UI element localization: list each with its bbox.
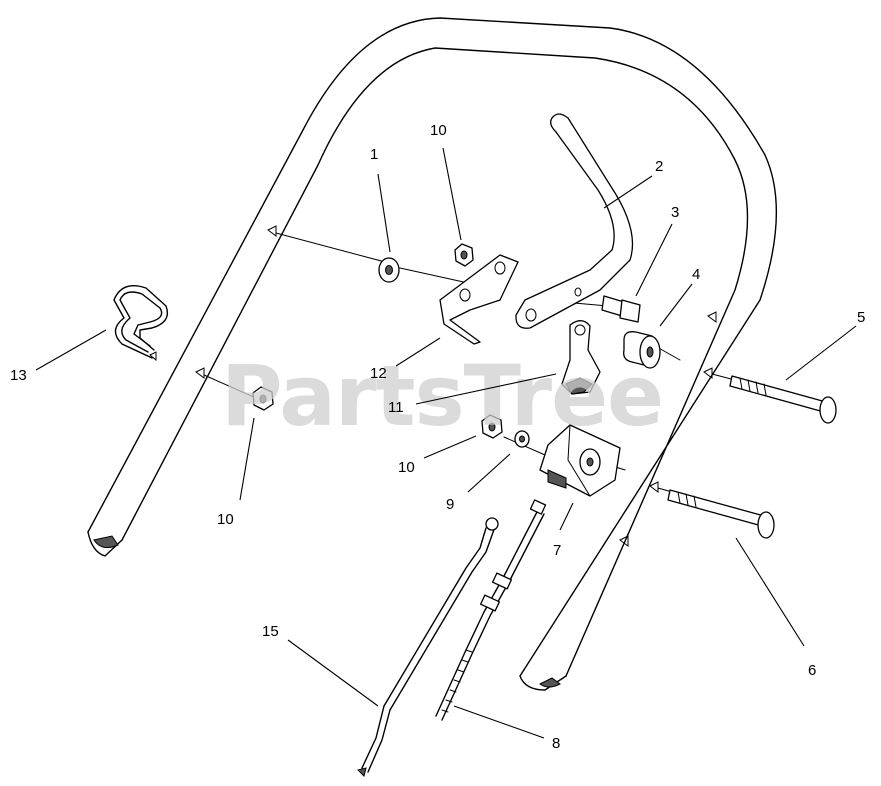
callout-8: 8 — [552, 735, 560, 752]
callout-7: 7 — [553, 542, 561, 559]
callout-2: 2 — [655, 158, 663, 175]
callout-10-left: 10 — [217, 511, 234, 528]
callout-15: 15 — [262, 623, 279, 640]
callout-3: 3 — [671, 204, 679, 221]
nut-part-10-lower — [481, 414, 503, 439]
leader-lines — [35, 147, 857, 739]
callout-1: 1 — [370, 146, 378, 163]
nut-part-10-left — [252, 386, 274, 411]
bail-hook-part-13 — [113, 285, 169, 359]
pawl-part-11 — [561, 320, 601, 395]
bracket-part-12 — [439, 254, 519, 345]
washer-part-9 — [514, 430, 530, 448]
callout-11: 11 — [388, 399, 404, 416]
control-lever-part-2 — [515, 113, 634, 329]
bolt-part-3 — [601, 295, 641, 323]
washer-part-1 — [378, 257, 400, 283]
callout-9: 9 — [446, 496, 454, 513]
watermark: PartsTree — [221, 347, 663, 445]
carriage-bolt-part-5 — [729, 375, 837, 424]
callout-5: 5 — [857, 309, 865, 326]
callout-4: 4 — [692, 266, 700, 283]
callout-12: 12 — [370, 365, 387, 382]
handle-tube — [87, 17, 778, 691]
callout-10-lower: 10 — [398, 459, 415, 476]
cable-block-part-7 — [539, 424, 621, 497]
callout-13: 13 — [10, 367, 27, 384]
adjustable-cable-part-8 — [435, 499, 547, 721]
spacer-part-4 — [623, 331, 661, 369]
callouts: 1 10 2 3 4 5 13 12 11 10 9 10 7 15 6 8 — [10, 122, 865, 752]
callout-10-top: 10 — [430, 122, 447, 139]
control-cable-part-15 — [357, 517, 499, 777]
callout-6: 6 — [808, 662, 816, 679]
carriage-bolt-part-6 — [667, 489, 775, 539]
nut-part-10-top — [454, 243, 474, 267]
